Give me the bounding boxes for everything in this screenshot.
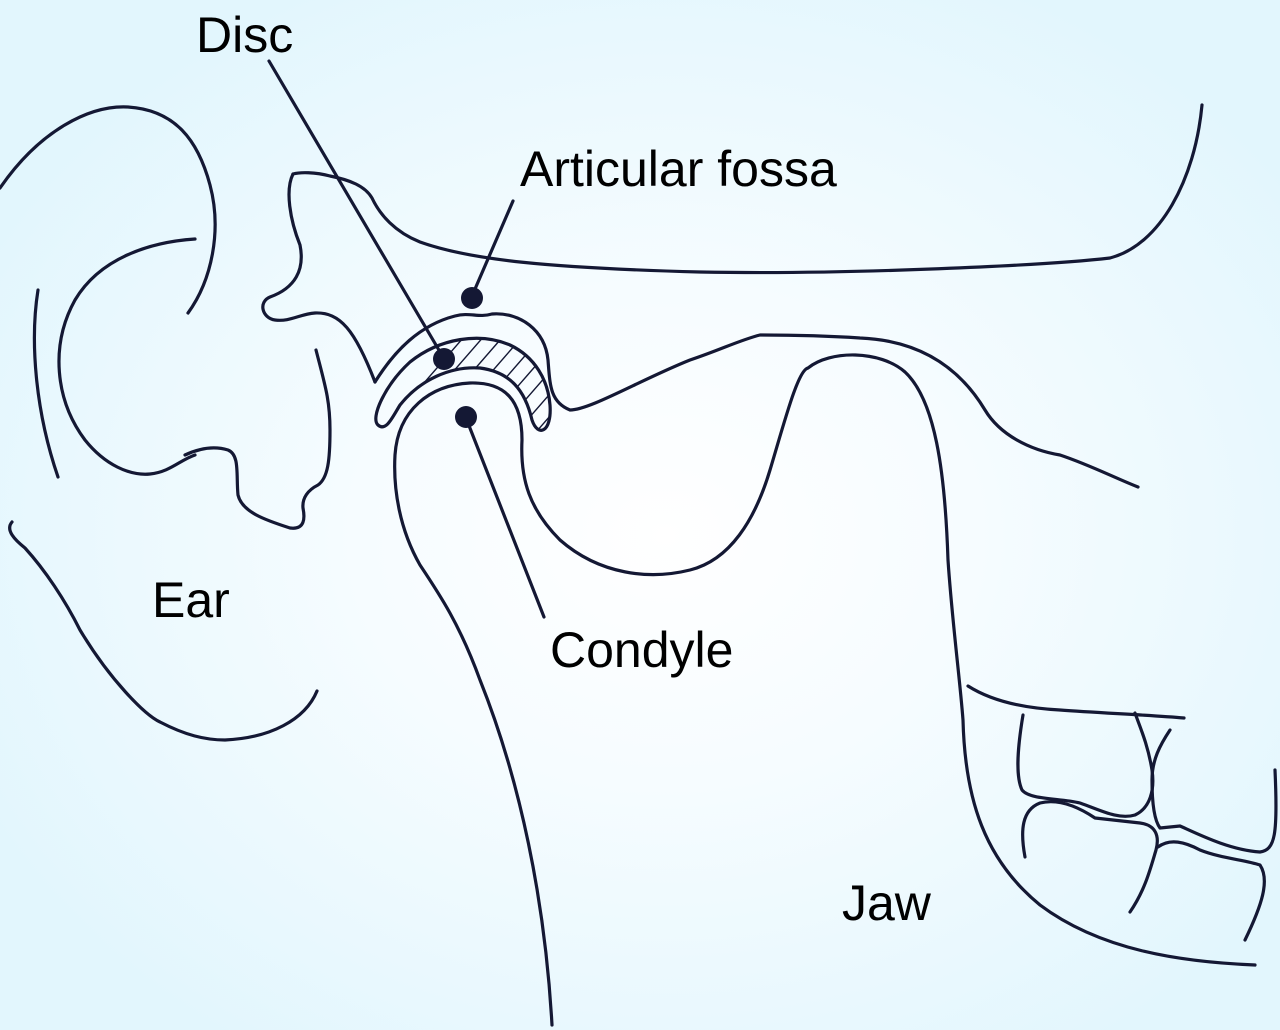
maxilla-gumline [966,684,1186,720]
disc-marker-dot [433,348,455,370]
articular-fossa-marker-dot [461,287,483,309]
mastoid-outline [261,172,377,384]
articular-eminence-outline [373,312,1140,489]
condyle-leader-line [464,416,546,619]
label-disc: Disc [196,7,294,63]
ear-antihelix-outline [57,237,197,476]
label-ear: Ear [152,572,230,628]
articular-fossa-leader-line [470,199,515,298]
label-articular-fossa: Articular fossa [520,141,837,197]
disc-leader-line [267,59,445,359]
condyle-marker-dot [455,406,477,428]
teeth [1016,711,1278,942]
ear-lobe-outline [8,520,319,742]
ear-tragus-outline [183,348,332,530]
ear-outer-arc [32,288,60,479]
skull-outline [291,103,1204,275]
condyle-ramus-outline [393,353,1257,1027]
label-jaw: Jaw [842,875,931,931]
ear-helix-outline [0,105,217,315]
label-condyle: Condyle [550,622,734,678]
